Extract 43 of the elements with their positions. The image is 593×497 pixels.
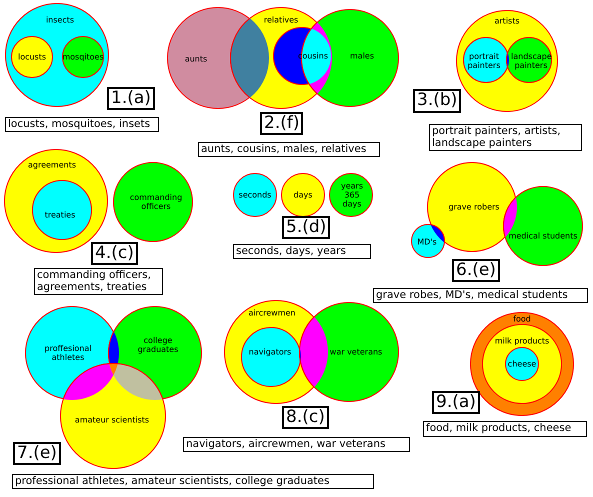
set-label: college graduates <box>136 336 180 354</box>
choices-box: seconds, days, years <box>233 244 371 259</box>
set-label: cheese <box>508 360 536 368</box>
choices-box: aunts, cousins, males, relatives <box>198 142 380 157</box>
choices-box: food, milk products, cheese <box>423 421 587 437</box>
set-label: MD's <box>417 238 437 246</box>
set-label: war veterans <box>330 348 382 356</box>
set-label: agreements <box>28 160 76 170</box>
set-label: locusts <box>18 52 46 62</box>
answer-box: 3.(b) <box>413 89 462 113</box>
set-label: insects <box>46 16 74 24</box>
answer-box: 2.(f) <box>260 112 304 135</box>
set-label: relatives <box>264 16 298 24</box>
set-label: days <box>294 190 312 200</box>
set-label: medical students <box>508 232 578 240</box>
choices-box: grave robes, MD's, medical students <box>373 288 588 303</box>
answer-box: 8.(c) <box>282 406 329 429</box>
set-label: males <box>350 52 374 60</box>
set-label: commanding officers <box>128 193 184 211</box>
answer-box: 6.(e) <box>452 259 500 282</box>
set-label: food <box>513 314 531 324</box>
answer-box: 1.(a) <box>107 87 155 110</box>
set-label: artists <box>494 16 520 26</box>
choices-box: professional athletes, amateur scientists, college graduates <box>12 474 374 489</box>
set-label: proffesional athletes <box>44 344 92 362</box>
set-label: amateur scientists <box>74 416 150 424</box>
answer-box: 7.(e) <box>13 442 61 465</box>
set-label: navigators <box>248 348 292 356</box>
set-label: grave robers <box>448 202 500 212</box>
set-label: seconds <box>238 190 272 200</box>
set-label: portrait painters <box>466 52 502 70</box>
answer-box: 5.(d) <box>282 216 330 239</box>
choices-box: navigators, aircrewmen, war veterans <box>183 437 410 452</box>
choices-box: portrait painters, artists, landscape painters <box>429 124 582 151</box>
set-label: treaties <box>44 210 76 220</box>
set-label: aunts <box>184 54 208 64</box>
choices-box: commanding officers, agreements, treaties <box>34 268 163 295</box>
choices-box: locusts, mosquitoes, insets <box>5 117 159 132</box>
set-label: years 365 days <box>340 182 364 208</box>
answer-box: 4.(c) <box>91 242 138 265</box>
set-label: milk products <box>494 336 550 346</box>
set-label: aircrewmen <box>248 308 296 318</box>
answer-box: 9.(a) <box>432 391 480 414</box>
